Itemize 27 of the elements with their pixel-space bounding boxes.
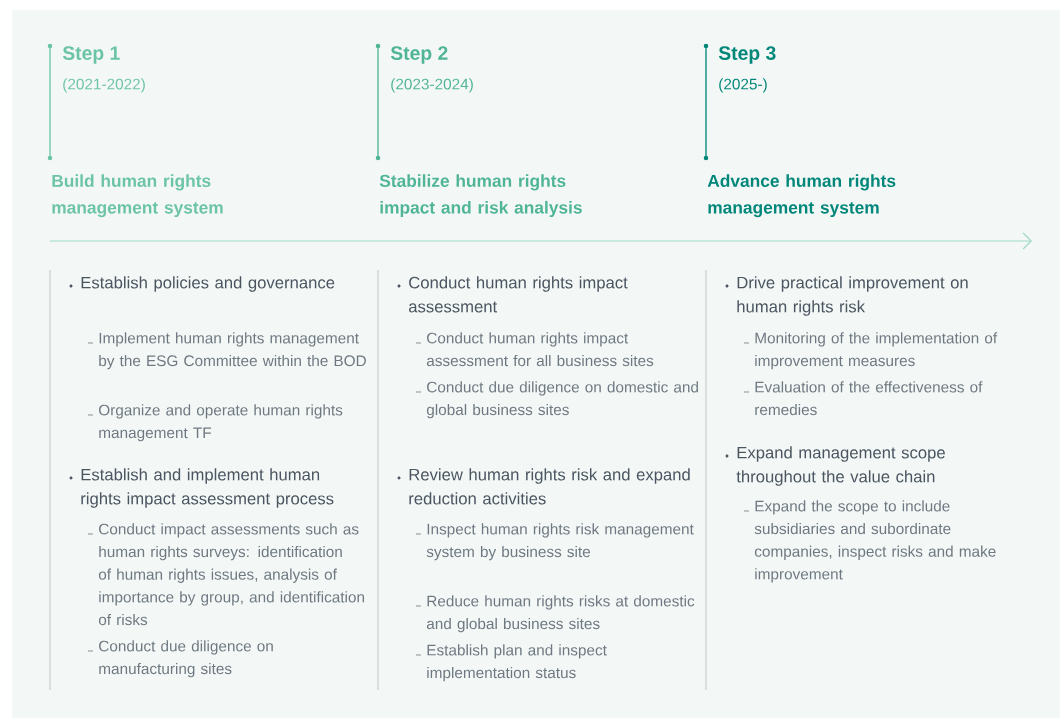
sub-item: Inspect human rights risk management system by business site — [415, 523, 694, 561]
bullet-item: Expand management scope throughout the value chain — [725, 446, 945, 486]
bullet-item: Establish and implement human rights impact assessment process — [69, 468, 334, 508]
sub-item: Conduct due diligence on manufacturing sites — [87, 640, 273, 678]
sub-item: Conduct impact assessments such as human rights surveys: identification of human rights issues, analysis of importance by group, and identification of risks — [87, 523, 364, 626]
sub-item: Conduct human rights impact assessment for all business sites — [415, 332, 654, 367]
sub-item: Implement human rights management by the ESG Committee within the BOD — [87, 332, 366, 370]
step-label: Step 2 — [390, 46, 448, 64]
sub-item: Establish plan and inspect implementation status — [415, 644, 607, 682]
sub-item: Evaluation of the effectiveness of remedies — [743, 381, 983, 416]
step-label: Step 3 — [718, 46, 776, 64]
bullet-item: Establish policies and governance — [69, 276, 335, 292]
sub-item: Monitoring of the implementation of improvement measures — [743, 332, 998, 370]
sub-item: Reduce human rights risks at domestic and global business sites — [415, 595, 695, 633]
period-label: (2021-2022) — [63, 78, 145, 93]
period-label: (2023-2024) — [391, 78, 473, 93]
bullet-item: Drive practical improvement on human rights risk — [725, 276, 968, 316]
period-label: (2025-) — [719, 78, 767, 93]
step-label: Step 1 — [62, 46, 120, 64]
phase-heading: Build human rights management system — [52, 174, 223, 218]
bullet-item: Conduct human rights impact assessment — [397, 276, 628, 313]
sub-item: Expand the scope to include subsidiaries and subordinate companies, inspect risks and make improvement — [743, 500, 996, 583]
sub-item: Conduct due diligence on domestic and global business sites — [415, 381, 698, 419]
phase-heading: Advance human rights management system — [707, 174, 896, 218]
sub-item: Organize and operate human rights management TF — [87, 404, 343, 442]
bullet-item: Review human rights risk and expand reduction activities — [397, 468, 690, 505]
phase-heading: Stabilize human rights impact and risk analysis — [379, 174, 582, 218]
